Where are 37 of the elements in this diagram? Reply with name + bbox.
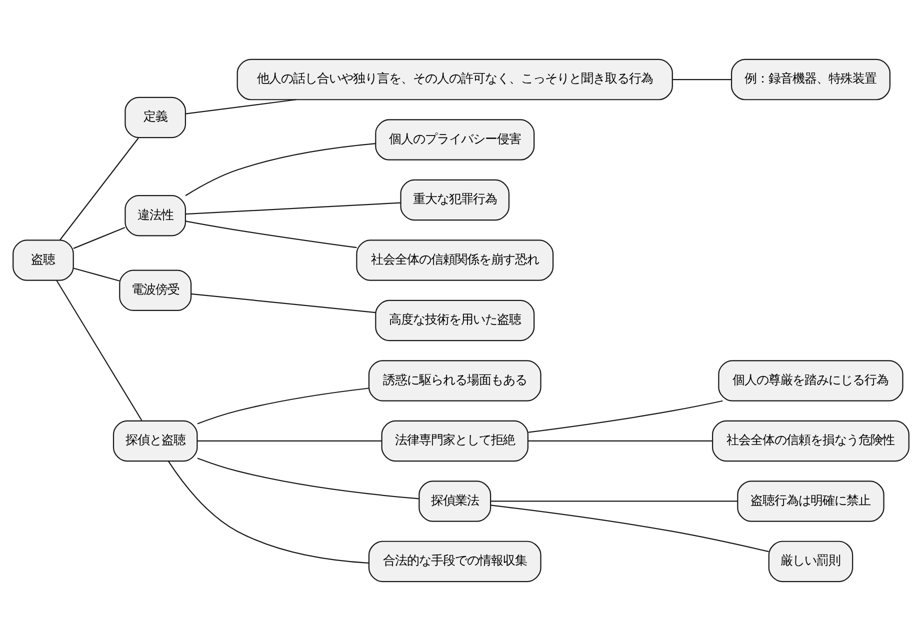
node-box: 法律専門家として拒絶 (381, 420, 528, 462)
connector (672, 78, 732, 80)
connector (490, 504, 769, 552)
node-box: 探偵と盗聴 (112, 420, 198, 462)
connector (197, 457, 419, 499)
connector (185, 98, 296, 114)
node-box: 個人のプライバシー侵害 (375, 118, 535, 160)
node-box: 誘惑に駆られる場面もある (368, 360, 542, 401)
connector (186, 220, 357, 248)
node-box: 社会全体の信頼を損なう危険性 (712, 420, 910, 462)
node-box: 高度な技術を用いた盗聴 (375, 299, 535, 341)
connector (185, 142, 376, 196)
node-box: 厳しい罰則 (768, 540, 854, 582)
connector (59, 137, 139, 240)
node-box: 電波傍受 (119, 269, 192, 311)
node-box: 例：録音機器、特殊装置 (730, 58, 890, 100)
connector (73, 267, 120, 281)
connector (197, 440, 382, 442)
node-box: 他人の話し合いや独り言を、その人の許可なく、こっそりと聞き取る行為 (236, 58, 673, 100)
node-box: 個人の尊厳を踏みにじる行為 (718, 360, 904, 401)
connector (490, 500, 738, 502)
node-box: 社会全体の信頼関係を崩す恐れ (356, 239, 554, 280)
node-box: 盗聴行為は明確に禁止 (737, 480, 884, 522)
node-box: 違法性 (124, 194, 186, 236)
node-box: 合法的な手段での情報収集 (368, 540, 542, 582)
connector (168, 460, 369, 564)
node-box: 探偵業法 (418, 480, 492, 522)
node-box: 定義 (124, 96, 186, 138)
node-box: 重大な犯罪行為 (400, 178, 510, 220)
connector (528, 400, 723, 432)
connector (528, 440, 712, 442)
connector (56, 280, 142, 420)
connector (197, 387, 369, 424)
connector (73, 226, 126, 248)
connector (185, 202, 401, 214)
node-box: 盗聴 (12, 239, 74, 280)
connector (191, 292, 376, 313)
